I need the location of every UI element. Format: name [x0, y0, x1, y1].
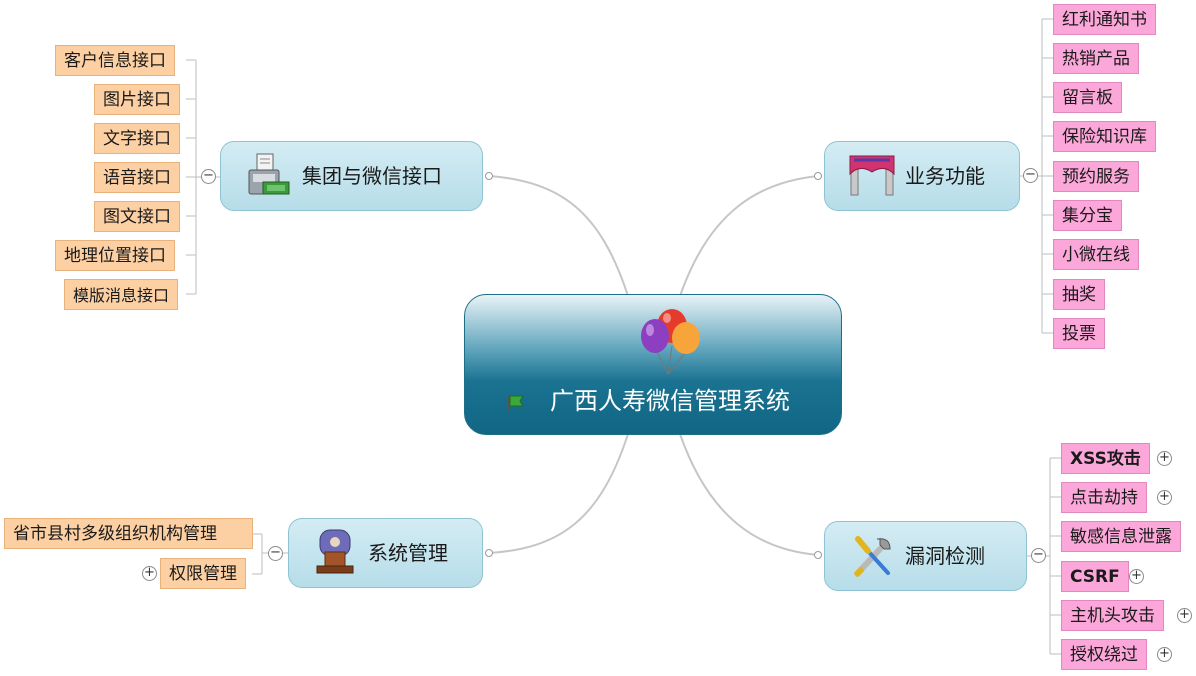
green-flag-icon [508, 395, 524, 412]
leaf-item[interactable]: 抽奖 [1053, 279, 1105, 310]
leaf-item[interactable]: 文字接口 [94, 123, 180, 154]
collapse-toggle[interactable]: − [201, 169, 216, 184]
branch-label: 集团与微信接口 [302, 164, 442, 188]
branch-connector [485, 549, 493, 557]
leaf-item[interactable]: XSS攻击 [1061, 443, 1150, 474]
leaf-item[interactable]: 图文接口 [94, 201, 180, 232]
leaf-item[interactable]: CSRF [1061, 561, 1129, 592]
collapse-toggle[interactable]: − [1031, 548, 1046, 563]
cash-register-icon [248, 153, 290, 195]
branch-connector [814, 172, 822, 180]
link-root-business [679, 175, 819, 297]
leaf-item[interactable]: 地理位置接口 [55, 240, 175, 271]
leaf-item[interactable]: 热销产品 [1053, 43, 1139, 74]
leaf-item[interactable]: 主机头攻击 [1061, 600, 1164, 631]
link-root-wechat [489, 175, 629, 297]
root-topic[interactable] [464, 294, 842, 435]
leaf-item[interactable]: 客户信息接口 [55, 45, 175, 76]
tools-icon [854, 536, 891, 577]
branch-label: 漏洞检测 [905, 544, 985, 568]
leaf-item[interactable]: 敏感信息泄露 [1061, 521, 1181, 552]
expand-toggle[interactable]: + [1157, 647, 1172, 662]
link-root-system [489, 433, 629, 554]
branch-label: 业务功能 [905, 164, 985, 188]
leaf-item[interactable]: 保险知识库 [1053, 121, 1156, 152]
collapse-toggle[interactable]: − [268, 546, 283, 561]
leaf-item[interactable]: 语音接口 [94, 162, 180, 193]
expand-toggle[interactable]: + [1157, 451, 1172, 466]
collapse-toggle[interactable]: − [1023, 168, 1038, 183]
leaf-item[interactable]: 权限管理 [160, 558, 246, 589]
leaf-item[interactable]: 图片接口 [94, 84, 180, 115]
branch-system[interactable] [288, 518, 483, 588]
leaf-item[interactable]: 投票 [1053, 318, 1105, 349]
balloons-icon [641, 309, 700, 375]
leaf-item[interactable]: 红利通知书 [1053, 4, 1156, 35]
expand-toggle[interactable]: + [1157, 490, 1172, 505]
leaf-item[interactable]: 授权绕过 [1061, 639, 1147, 670]
expand-toggle[interactable]: + [1177, 608, 1192, 623]
branch-connector [485, 172, 493, 180]
branch-label: 系统管理 [368, 541, 448, 565]
expand-toggle[interactable]: + [1129, 569, 1144, 584]
leaf-item[interactable]: 留言板 [1053, 82, 1122, 113]
leaf-item[interactable]: 点击劫持 [1061, 482, 1147, 513]
leaf-item[interactable]: 省市县村多级组织机构管理 [4, 518, 253, 549]
gateway-arch-icon [849, 155, 895, 196]
root-title: 广西人寿微信管理系统 [550, 387, 790, 415]
leaf-item[interactable]: 预约服务 [1053, 161, 1139, 192]
branch-connector [814, 551, 822, 559]
leaf-item[interactable]: 模版消息接口 [64, 279, 179, 310]
branch-vuln[interactable] [824, 521, 1027, 591]
leaf-item[interactable]: 集分宝 [1053, 200, 1122, 231]
leaf-item[interactable]: 小微在线 [1053, 239, 1139, 270]
expand-toggle[interactable]: + [142, 566, 157, 581]
link-root-vuln [679, 433, 819, 556]
podium-icon [316, 529, 354, 574]
